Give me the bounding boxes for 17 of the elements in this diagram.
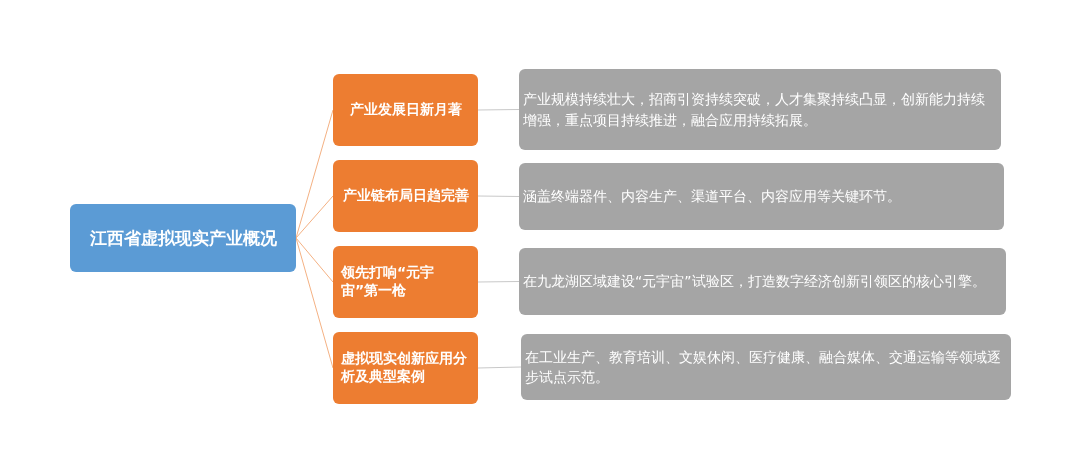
connector-line: [477, 109, 520, 111]
topic-box: 领先打响“元宇宙”第一枪: [333, 246, 478, 318]
description-box: 产业规模持续壮大，招商引资持续突破，人才集聚持续凸显，创新能力持续增强，重点项目持续推进，融合应用持续拓展。: [519, 69, 1001, 150]
connector-line: [477, 366, 522, 369]
description-box: 在工业生产、教育培训、文娱休闲、医疗健康、融合媒体、交通运输等领域逐步试点示范。: [521, 334, 1011, 400]
topic-box: 产业发展日新月著: [333, 74, 478, 146]
connector-line: [295, 237, 334, 369]
description-box: 涵盖终端器件、内容生产、渠道平台、内容应用等关键环节。: [519, 163, 1004, 230]
description-box: 在九龙湖区域建设“元宇宙”试验区，打造数字经济创新引领区的核心引擎。: [519, 248, 1006, 315]
connector-line: [295, 195, 334, 239]
root-box: 江西省虚拟现实产业概况: [70, 204, 296, 272]
topic-box: 虚拟现实创新应用分析及典型案例: [333, 332, 478, 404]
connector-line: [295, 237, 334, 283]
connector-line: [477, 195, 520, 197]
connector-line: [295, 109, 334, 239]
topic-box: 产业链布局日趋完善: [333, 160, 478, 232]
connector-line: [477, 281, 520, 283]
